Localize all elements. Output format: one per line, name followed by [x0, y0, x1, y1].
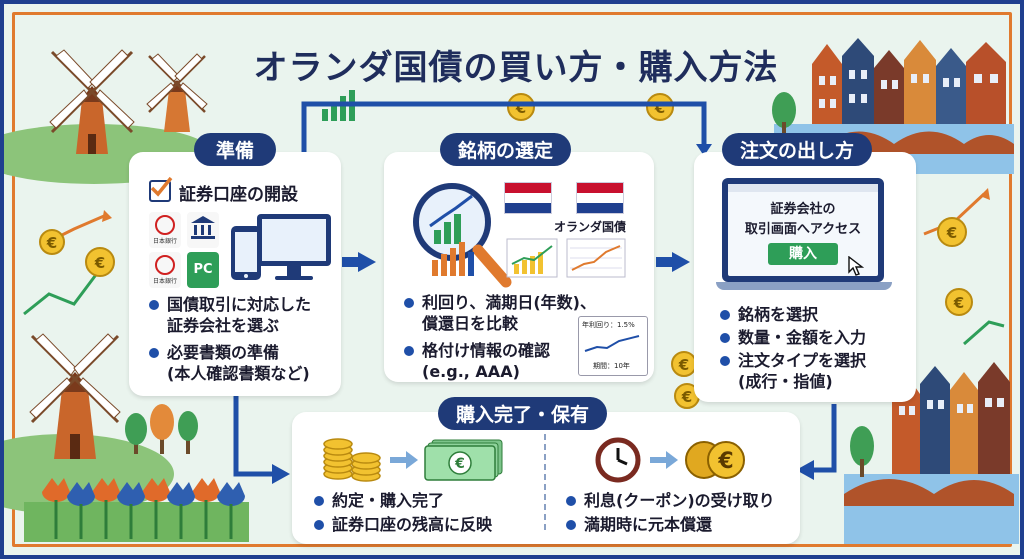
line-chart-icon: [566, 238, 626, 278]
netherlands-flag-icon: [576, 182, 624, 214]
complete-left-bullets: 約定・購入完了 証券口座の残高に反映: [310, 490, 550, 541]
background-illustration: € € € € € € € €: [4, 38, 1019, 544]
line-chart-icon: [506, 238, 558, 278]
step-order-label: 注文の出し方: [722, 133, 873, 166]
windmill-icon: [29, 333, 121, 459]
divider: [544, 434, 546, 530]
step-select-card: オランダ国債 利回り、満期日(年数)、償還日を比較 格付け情報の確認(e.g.,…: [384, 152, 654, 382]
account-opening-label: 証券口座の開設: [179, 185, 298, 205]
dutch-bond-caption: オランダ国債: [554, 220, 627, 234]
select-bullets: 利回り、満期日(年数)、償還日を比較 格付け情報の確認(e.g., AAA): [400, 292, 600, 388]
tulips-icon: [24, 478, 249, 542]
svg-text:€: €: [654, 99, 665, 117]
bank-seal-icon: 日本銀行: [149, 252, 181, 288]
magnifier-chart-icon: [413, 183, 512, 288]
clock-icon: [595, 437, 641, 483]
screen-text-line1: 証券会社の: [770, 202, 836, 217]
step-select-label: 銘柄の選定: [440, 133, 572, 166]
list-item: 格付け情報の確認(e.g., AAA): [400, 340, 600, 382]
laptop-icon: 証券会社の 取引画面へアクセス 購入: [716, 178, 892, 296]
list-item: 約定・購入完了: [310, 490, 550, 511]
bond-info-card: 年利回り：1.5% 期間：10年: [578, 316, 648, 376]
page-title: オランダ国債の買い方・購入方法: [253, 48, 779, 88]
buy-button[interactable]: 購入: [768, 243, 838, 265]
bank-seal-icon: 日本銀行: [149, 212, 181, 248]
svg-text:€: €: [681, 388, 692, 406]
list-item: 利息(クーポン)の受け取り: [562, 490, 798, 511]
checkbox-icon: [149, 176, 173, 202]
list-item: 注文タイプを選択(成行・指値): [716, 350, 916, 392]
euro-coin-icon: €: [685, 441, 745, 479]
svg-text:€: €: [515, 99, 526, 117]
svg-text:€: €: [678, 356, 689, 374]
step-complete-label: 購入完了・保有: [438, 397, 608, 430]
netherlands-flag-icon: [504, 182, 552, 214]
list-item: 証券口座の残高に反映: [310, 514, 550, 535]
step-complete-card: € 約定・購入完了 証券口座の残高に反映 € 利息(クーポン)の受け取り 満期時…: [292, 412, 800, 544]
list-item: 必要書類の準備(本人確認書類など): [145, 342, 341, 384]
svg-text:€: €: [717, 449, 733, 474]
step-prepare-label: 準備: [194, 133, 276, 166]
tree-icon: [125, 404, 198, 454]
banknote-icon: €: [424, 439, 503, 481]
windmill-icon: [49, 49, 135, 154]
list-item: 満期時に元本償還: [562, 514, 798, 535]
coin-stack-icon: [323, 438, 381, 482]
arrow-right-icon: [650, 451, 678, 469]
arrow-right-icon: [390, 451, 418, 469]
screen-text-line2: 取引画面へアクセス: [744, 222, 862, 237]
list-item: 国債取引に対応した証券会社を選ぶ: [145, 294, 341, 336]
svg-text:€: €: [46, 234, 57, 252]
order-bullets: 銘柄を選択 数量・金額を入力 注文タイプを選択(成行・指値): [716, 304, 916, 398]
prepare-bullets: 国債取引に対応した証券会社を選ぶ 必要書類の準備(本人確認書類など): [145, 294, 341, 390]
bar-chart-icon: [432, 242, 474, 276]
pc-icon: PC: [187, 252, 219, 288]
svg-text:€: €: [94, 254, 105, 272]
list-item: 利回り、満期日(年数)、償還日を比較: [400, 292, 600, 334]
devices-icon: [231, 214, 331, 280]
windmill-icon: [146, 53, 208, 132]
complete-right-bullets: 利息(クーポン)の受け取り 満期時に元本償還: [562, 490, 798, 541]
svg-text:€: €: [953, 294, 964, 312]
step-order-card: 証券会社の 取引画面へアクセス 購入 銘柄を選択 数量・金額を入力 注文タイプを…: [694, 152, 916, 402]
list-item: 数量・金額を入力: [716, 327, 916, 348]
bank-building-icon: [187, 212, 219, 248]
canal-houses-icon: [844, 362, 1019, 544]
cursor-icon: [848, 256, 864, 276]
list-item: 銘柄を選択: [716, 304, 916, 325]
svg-text:€: €: [946, 224, 957, 242]
step-prepare-card: 証券口座の開設 日本銀行 日本銀行 PC 国債取引に対応した証券会社を選ぶ 必要…: [129, 152, 341, 396]
euro-coin-icon: € € € € € € € €: [39, 93, 973, 409]
svg-text:€: €: [454, 456, 465, 472]
